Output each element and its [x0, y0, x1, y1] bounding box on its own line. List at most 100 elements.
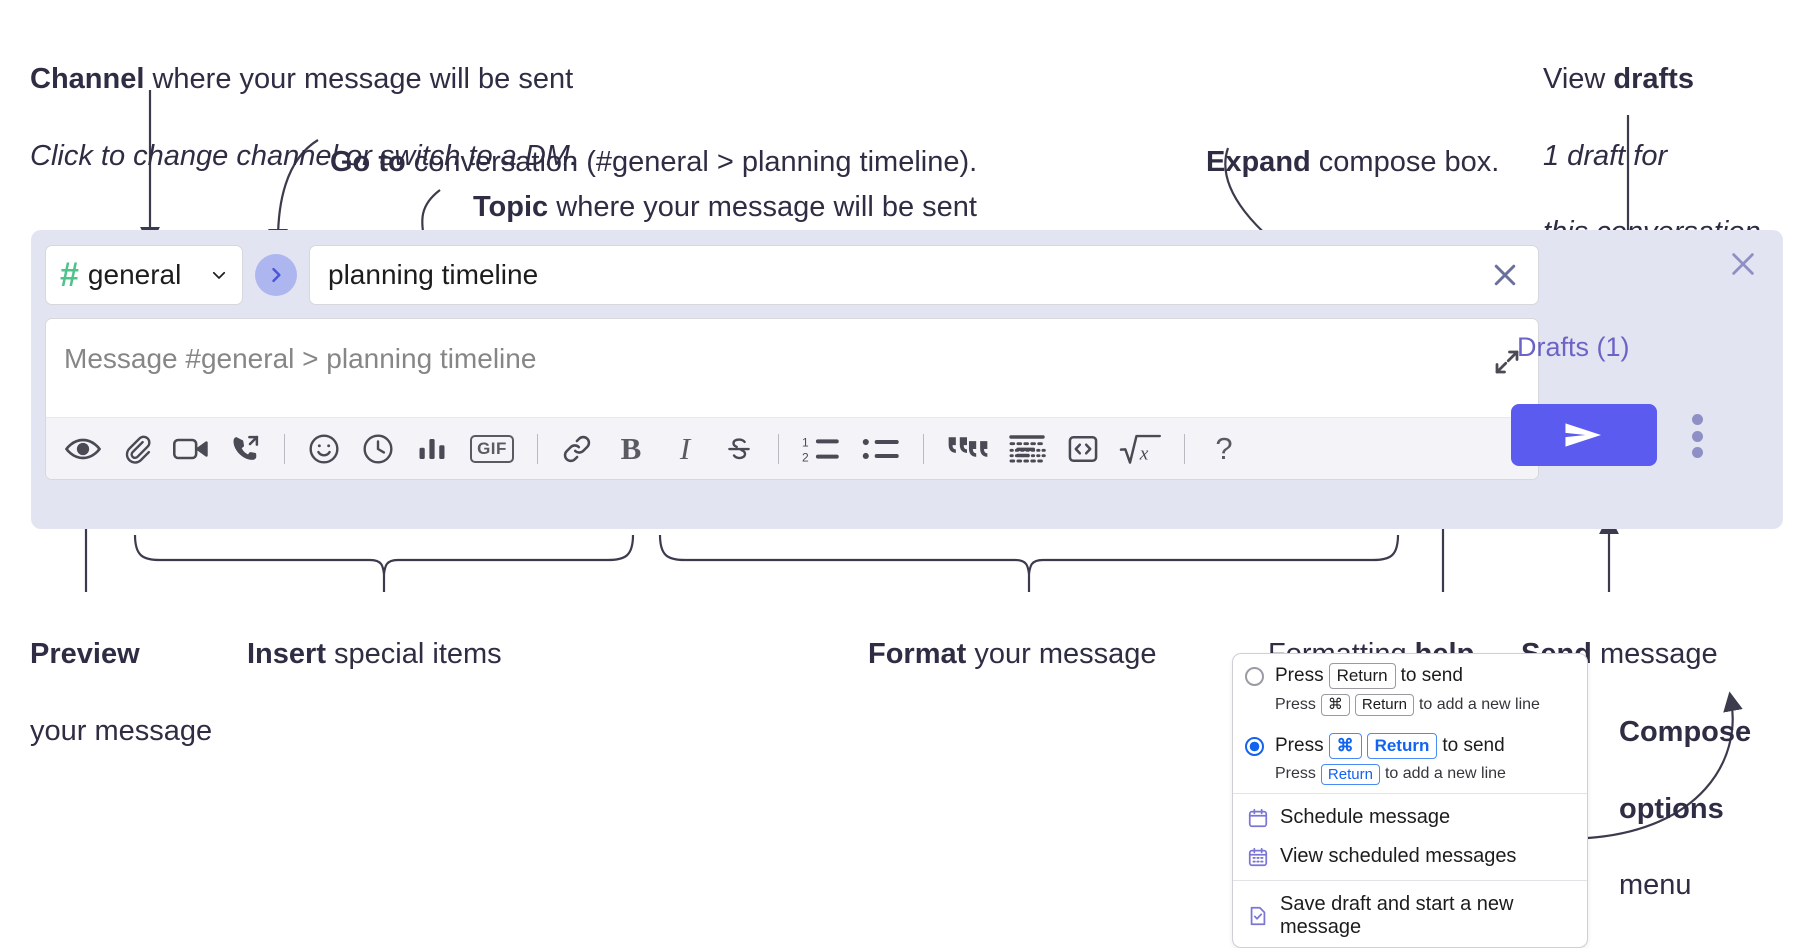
send-button[interactable] [1511, 404, 1657, 466]
annotation-goto-bold: Go to [330, 146, 406, 179]
channel-selector[interactable]: # general [45, 245, 243, 305]
italic-glyph: I [679, 430, 691, 466]
radio-return[interactable] [1245, 667, 1264, 686]
help-glyph: ? [1215, 430, 1233, 466]
channel-name-label: general [87, 259, 182, 290]
topic-input[interactable]: planning timeline [309, 245, 1539, 305]
emoji-icon[interactable] [297, 426, 351, 472]
menu-item-view-scheduled-label: View scheduled messages [1280, 845, 1517, 868]
code-block-icon[interactable] [998, 426, 1056, 472]
opt2-key-cmd: ⌘ [1328, 732, 1362, 759]
expand-icon[interactable] [1492, 347, 1522, 377]
annotation-expand: Expand compose box. [1206, 105, 1499, 182]
message-placeholder: Message #general > planning timeline [64, 343, 537, 374]
bullet-list-icon[interactable] [851, 426, 911, 472]
menu-item-schedule-message[interactable]: Schedule message [1233, 798, 1587, 837]
annotation-format-bold: Format [868, 638, 967, 671]
help-icon[interactable]: ? [1197, 426, 1251, 472]
calendar-icon [1248, 808, 1268, 827]
annotation-format-rest: your message [966, 638, 1157, 671]
kebab-dot-2 [1691, 430, 1703, 442]
audio-call-icon[interactable] [218, 426, 272, 472]
compose-options-button[interactable] [1683, 414, 1711, 458]
menu-item-schedule-label: Schedule message [1280, 806, 1451, 829]
bold-icon[interactable]: B [604, 426, 658, 472]
opt1-sub-key-return: Return [1354, 694, 1414, 716]
video-icon[interactable] [164, 426, 218, 472]
poll-icon[interactable] [405, 426, 459, 472]
toolbar-divider-3 [778, 433, 779, 464]
annotation-channel: Channel where your message will be sent … [30, 22, 578, 213]
message-input[interactable]: Message #general > planning timeline [46, 319, 1538, 417]
annotation-goto: Go to conversation (#general > planning … [330, 105, 977, 182]
annotation-compose-options-bold2: options [1619, 792, 1724, 825]
link-icon[interactable] [550, 426, 604, 472]
strikethrough-icon[interactable] [712, 426, 766, 472]
menu-item-view-scheduled[interactable]: View scheduled messages [1233, 837, 1587, 876]
inline-code-icon[interactable] [1056, 426, 1110, 472]
annotation-expand-bold: Expand [1206, 146, 1311, 179]
annotation-send-rest: message [1591, 638, 1718, 671]
clock-icon[interactable] [351, 426, 405, 472]
preview-icon[interactable] [56, 426, 110, 472]
calendar-grid-icon [1248, 847, 1268, 866]
send-option-return[interactable]: Press Return to send [1233, 654, 1587, 690]
gif-label: GIF [470, 434, 514, 463]
compose-header-row: # general planning timeline [45, 244, 1539, 306]
italic-icon[interactable]: I [658, 426, 712, 472]
annotation-compose-options-reg: menu [1619, 869, 1692, 902]
opt1-suffix: to send [1400, 665, 1463, 687]
svg-text:1: 1 [802, 435, 809, 449]
blockquote-icon[interactable] [936, 426, 998, 472]
opt2-key-return: Return [1366, 732, 1438, 759]
menu-item-save-draft-label: Save draft and start a new message [1280, 893, 1514, 939]
toolbar-divider-2 [537, 433, 538, 464]
menu-item-save-draft[interactable]: Save draft and start a new message [1233, 885, 1587, 947]
menu-divider-1 [1233, 793, 1587, 795]
opt2-suffix: to send [1442, 734, 1505, 756]
annotation-topic-bold: Topic [473, 191, 549, 224]
toolbar-divider-5 [1184, 433, 1185, 464]
save-draft-icon [1250, 907, 1266, 926]
toolbar-divider-1 [284, 433, 285, 464]
send-option-cmd-return[interactable]: Press ⌘ Return to send [1233, 724, 1587, 759]
compose-right-column: Drafts (1) [1511, 244, 1761, 514]
annotation-preview-bold: Preview [30, 638, 140, 671]
attachment-icon[interactable] [110, 426, 164, 472]
annotation-format: Format your message [868, 597, 1157, 674]
opt1-press: Press [1275, 665, 1324, 687]
kebab-dot-3 [1691, 447, 1703, 458]
send-icon [1565, 423, 1601, 447]
svg-text:2: 2 [802, 450, 809, 464]
send-option-cmd-return-sub: Press Return to add a new line [1275, 763, 1587, 786]
math-icon[interactable]: x [1110, 426, 1172, 472]
formatting-toolbar: GIF B I [46, 417, 1538, 479]
annotation-goto-rest: conversation (#general > planning timeli… [405, 146, 978, 179]
goto-conversation-button[interactable] [255, 254, 297, 296]
opt2-sub-suffix: to add a new line [1384, 765, 1506, 783]
drafts-link[interactable]: Drafts (1) [1517, 332, 1630, 362]
annotation-insert: Insert special items [247, 597, 502, 674]
opt2-press: Press [1275, 734, 1324, 756]
kebab-dot-1 [1691, 414, 1703, 425]
opt1-sub-press: Press [1275, 695, 1316, 713]
compose-box: # general planning timeline Message #gen… [31, 230, 1783, 529]
opt1-key-return: Return [1328, 663, 1396, 690]
send-option-return-text: Press Return to send [1275, 663, 1463, 690]
menu-divider-2 [1233, 880, 1587, 882]
annotation-channel-italic: Click to change channel or switch to a D… [30, 139, 579, 172]
send-option-return-sub: Press ⌘ Return to add a new line [1275, 694, 1587, 716]
close-icon[interactable] [1727, 248, 1759, 280]
annotation-preview-rest: your message [30, 714, 213, 747]
toolbar-divider-4 [923, 433, 924, 464]
compose-options-menu: Press Return to send Press ⌘ Return to a… [1232, 653, 1588, 948]
radio-cmd-return[interactable] [1245, 736, 1264, 756]
annotation-preview: Preview your message [30, 597, 212, 788]
clear-topic-icon[interactable] [1490, 260, 1520, 290]
annotation-channel-rest: where your message will be sent [144, 63, 574, 96]
gif-icon[interactable]: GIF [459, 426, 525, 472]
chevron-down-icon [212, 271, 226, 279]
opt2-sub-press: Press [1275, 765, 1316, 783]
ordered-list-icon[interactable]: 1 2 [791, 426, 851, 472]
compose-main-column: # general planning timeline Message #gen… [45, 244, 1539, 480]
